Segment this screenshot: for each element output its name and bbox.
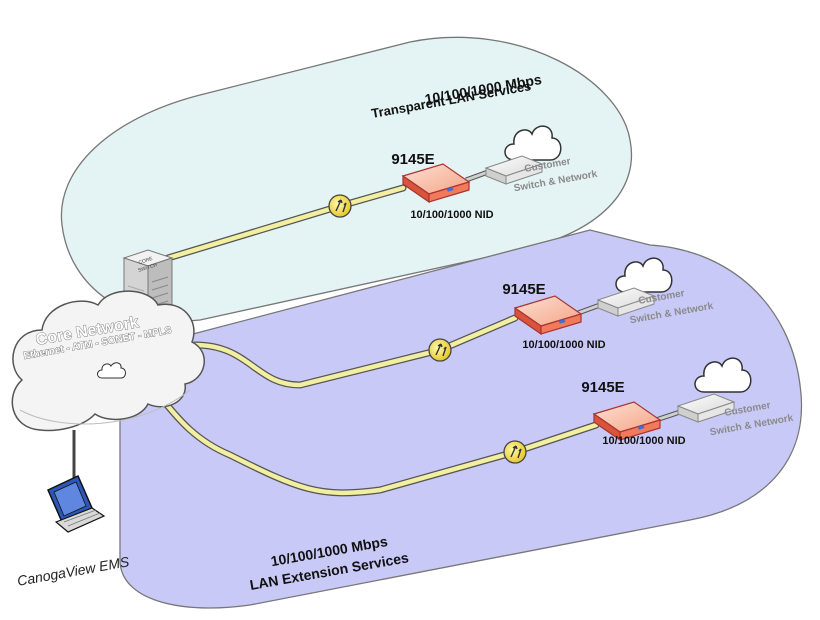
cloud-ground-shadow [19,389,191,425]
customer-cable-bottom-1 [577,302,601,316]
repeater-icon [503,440,527,464]
link-bottom-site-1 [191,314,519,389]
customer-network-cloud-icon [504,125,562,161]
customer-network-cloud-icon [694,357,752,393]
bottom-site-2-nid-label: 10/100/1000 NID [602,435,685,447]
core-switch-label: SWITCH [137,262,158,274]
customer-cable-top [465,169,489,183]
customer-cable-bottom-2 [655,409,681,423]
customer-switch-icon [596,287,656,317]
top-nid-label: 10/100/1000 NID [410,209,493,221]
bottom-site-2-nid-model-label: 9145E [581,379,624,396]
ems-label: CanogaView EMS [16,553,131,589]
nid-device-icon [513,295,583,336]
bottom-site-1-nid-label: 10/100/1000 NID [522,339,605,351]
ems-computer-icon [47,474,106,533]
nid-device-icon [401,163,471,204]
top-nid-model-label: 9145E [391,151,434,168]
nid-device-icon [592,401,662,442]
bottom-site-1-nid-model-label: 9145E [502,281,545,298]
core-network-cloud-icon [11,290,205,432]
customer-switch-icon [484,155,544,185]
customer-network-cloud-icon [615,257,673,293]
core-switch-label: CORE [138,256,154,266]
mini-cloud-icon [97,362,126,379]
customer-switch-icon [676,393,736,423]
repeater-icon [428,338,452,362]
repeater-icon [328,194,352,218]
